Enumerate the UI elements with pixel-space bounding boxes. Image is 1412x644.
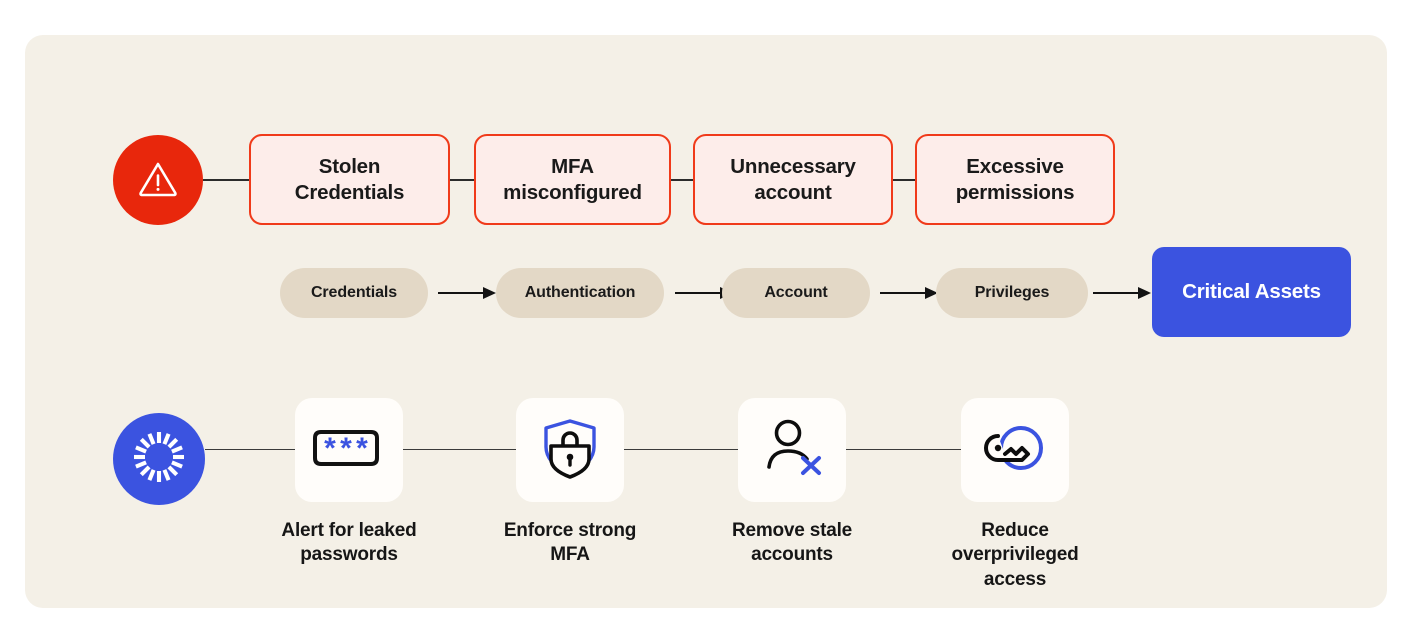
connector-mitigation-2-to-3 <box>624 449 738 451</box>
mitigation-card-alert-leaked-passwords: * * * <box>295 398 403 502</box>
threat-box-stolen-credentials: Stolen Credentials <box>249 134 450 225</box>
connector-mitigation-1-to-2 <box>403 449 516 451</box>
mitigation-label-4: Reduce overprivileged access <box>923 519 1107 592</box>
mitigation-3-line-1: Remove stale <box>731 520 853 541</box>
shield-lock-icon <box>537 415 603 486</box>
chain-arrow-1 <box>438 283 498 303</box>
chain-pill-1-label: Credentials <box>310 284 398 301</box>
mitigation-card-enforce-strong-mfa <box>516 398 624 502</box>
threat-4-line-2: permissions <box>955 180 1075 204</box>
mitigation-3-line-2: accounts <box>751 544 833 566</box>
warning-triangle-icon <box>133 153 183 208</box>
chain-pill-4-label: Privileges <box>974 284 1050 301</box>
connector-threat-3-to-4 <box>893 179 915 181</box>
threat-4-line-1: Excessive <box>966 154 1064 178</box>
mitigation-card-remove-stale-accounts <box>738 398 846 502</box>
connector-badge-to-mitigation-1 <box>205 449 295 451</box>
mitigation-label-1: Alert for leaked passwords <box>259 519 439 568</box>
chain-pill-privileges: Privileges <box>936 268 1088 318</box>
critical-assets-label: Critical Assets <box>1182 280 1321 303</box>
connector-mitigation-3-to-4 <box>846 449 961 451</box>
mitigation-4-line-1: Reduce <box>981 520 1049 541</box>
threat-box-mfa-misconfigured: MFA misconfigured <box>474 134 671 225</box>
svg-text:*: * <box>356 432 368 465</box>
chain-arrow-3 <box>880 283 940 303</box>
password-asterisks-icon: * * * <box>313 420 385 481</box>
threat-1-line-2: Credentials <box>294 180 405 204</box>
mitigation-badge <box>113 413 205 505</box>
chain-arrow-4 <box>1093 283 1153 303</box>
connector-threat-1-to-2 <box>450 179 474 181</box>
user-remove-icon <box>760 418 824 483</box>
mitigation-1-line-2: passwords <box>300 544 398 566</box>
chain-pill-authentication: Authentication <box>496 268 664 318</box>
mitigation-4-line-3: access <box>983 568 1047 590</box>
threat-box-unnecessary-account: Unnecessary account <box>693 134 893 225</box>
chain-pill-3-label: Account <box>764 284 828 301</box>
chain-pill-2-label: Authentication <box>524 284 636 301</box>
connector-alert-to-threat-1 <box>203 179 249 181</box>
threat-box-excessive-permissions: Excessive permissions <box>915 134 1115 225</box>
alert-badge <box>113 135 203 225</box>
svg-text:*: * <box>340 432 352 465</box>
threat-3-line-2: account <box>754 180 832 204</box>
connector-threat-2-to-3 <box>671 179 693 181</box>
svg-text:*: * <box>324 432 336 465</box>
threat-2-line-1: MFA <box>551 154 594 178</box>
mitigation-2-line-1: Enforce strong <box>503 520 637 541</box>
mitigation-label-2: Enforce strong MFA <box>484 519 656 568</box>
critical-assets-box: Critical Assets <box>1152 247 1351 337</box>
mitigation-2-line-2: MFA <box>550 544 590 566</box>
threat-1-line-1: Stolen <box>318 154 381 178</box>
key-circle-icon <box>981 420 1049 481</box>
mitigation-4-line-2: overprivileged <box>951 544 1079 566</box>
chain-pill-credentials: Credentials <box>280 268 428 318</box>
diagram-card: Stolen Credentials MFA misconfigured Unn… <box>25 35 1387 608</box>
chain-pill-account: Account <box>722 268 870 318</box>
mitigation-card-reduce-overprivileged-access <box>961 398 1069 502</box>
threat-2-line-2: misconfigured <box>503 180 642 204</box>
mitigation-1-line-1: Alert for leaked <box>281 520 417 541</box>
sunburst-icon <box>128 426 190 493</box>
threat-3-line-1: Unnecessary <box>730 154 856 178</box>
mitigation-label-3: Remove stale accounts <box>705 519 879 568</box>
